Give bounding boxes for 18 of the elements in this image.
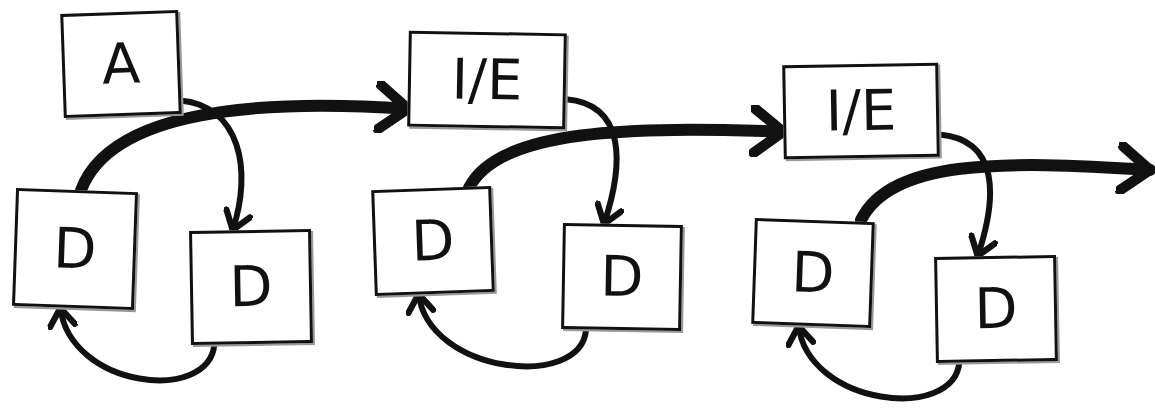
- box-label: D: [52, 220, 98, 278]
- sketch-box: [60, 9, 182, 119]
- box-label: A: [100, 35, 142, 93]
- box-label: I/E: [451, 51, 523, 109]
- sketch-box: [561, 222, 683, 332]
- sketch-box: [934, 254, 1058, 364]
- sketch-box: [371, 185, 495, 297]
- box-label: D: [599, 248, 645, 306]
- sketch-box: [407, 30, 567, 130]
- sketch-box: [751, 217, 875, 329]
- box-label: D: [410, 212, 456, 270]
- box-label: D: [973, 280, 1019, 338]
- sketch-box: [189, 228, 313, 346]
- box-label: I/E: [825, 82, 897, 140]
- box-label: D: [228, 258, 274, 316]
- box-label: D: [790, 244, 836, 302]
- sketch-box: [782, 62, 940, 160]
- sketch-box: [12, 187, 138, 311]
